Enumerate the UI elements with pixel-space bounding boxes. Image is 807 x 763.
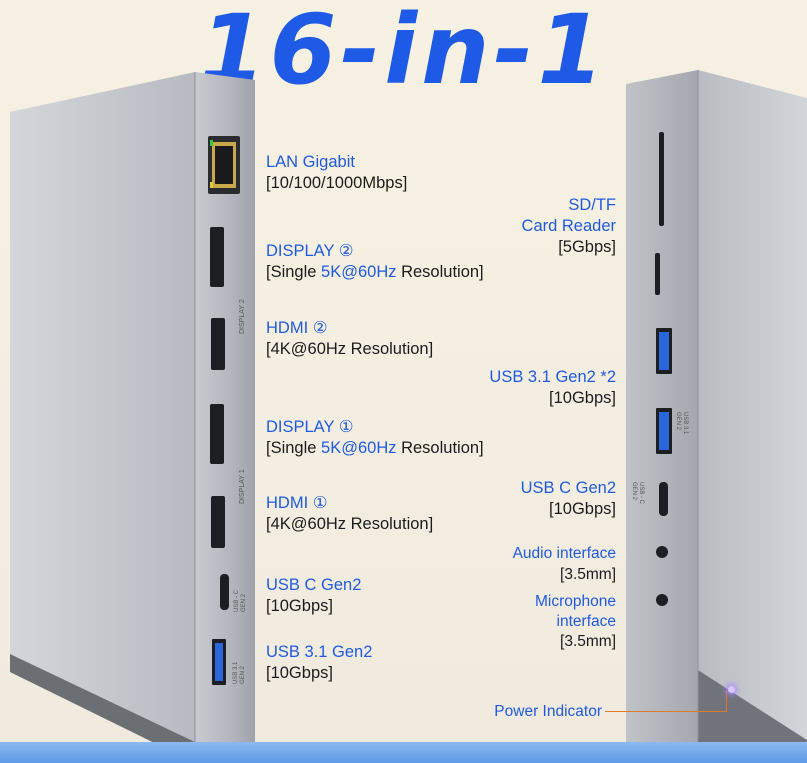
usb31-right-label-2: GEN 2 — [675, 412, 681, 431]
audio-spec: [3.5mm] — [560, 566, 616, 583]
usb31-right-spec: [10Gbps] — [549, 389, 616, 407]
hdmi2-spec: [4K@60Hz Resolution] — [266, 340, 434, 358]
audio-jack — [656, 546, 668, 558]
usbc-left-spec: [10Gbps] — [266, 597, 333, 615]
label-power-indicator: Power Indicator — [494, 701, 602, 722]
tf-card-slot — [655, 253, 660, 295]
hdmi1-spec: [4K@60Hz Resolution] — [266, 515, 434, 533]
usbc-left-label-2: GEN 2 — [241, 593, 247, 612]
label-display-2: DISPLAY ② [Single 5K@60Hz Resolution] — [266, 241, 484, 283]
displayport-2 — [210, 227, 224, 287]
audio-name: Audio interface — [512, 545, 616, 562]
display2-label: DISPLAY 2 — [239, 299, 246, 334]
label-usbc-right: USB C Gen2 [10Gbps] — [521, 478, 616, 520]
hdmi1-name: HDMI ① — [266, 494, 328, 512]
hdmi-port-1 — [211, 496, 225, 548]
power-leader-line — [605, 711, 727, 712]
power-led-icon — [728, 686, 735, 693]
label-display-1: DISPLAY ① [Single 5K@60Hz Resolution] — [266, 417, 484, 459]
main-title: 16-in-1 — [198, 0, 609, 106]
usb31-left-label-2: GEN 2 — [240, 665, 246, 684]
usb31-right-name: USB 3.1 Gen2 *2 — [489, 368, 616, 386]
sd-card-slot — [659, 132, 664, 226]
bottom-stripe — [0, 742, 807, 763]
display2-name: DISPLAY ② — [266, 242, 354, 260]
sdtf-spec: [5Gbps] — [558, 238, 616, 256]
label-hdmi-1: HDMI ① [4K@60Hz Resolution] — [266, 493, 433, 535]
display2-spec: [Single 5K@60Hz Resolution] — [266, 262, 484, 283]
usb-c-port-right — [659, 482, 668, 516]
usbc-right-label-1: USB - C — [638, 482, 644, 505]
usb31-right-label-1: USB 3.1 — [682, 412, 688, 435]
display2-spec-post: Resolution] — [396, 263, 484, 281]
hdmi-port-2 — [211, 318, 225, 370]
sdtf-line2: Card Reader — [521, 217, 616, 235]
mic-line1: Microphone — [535, 593, 616, 610]
display2-spec-pre: [Single — [266, 263, 322, 281]
display1-spec: [Single 5K@60Hz Resolution] — [266, 438, 484, 459]
lan-spec: [10/100/1000Mbps] — [266, 174, 408, 192]
label-sd-tf: SD/TF Card Reader [5Gbps] — [522, 195, 616, 258]
mic-line2: interface — [556, 613, 616, 630]
display1-spec-post: Resolution] — [396, 439, 484, 457]
hub-left-side: DISPLAY 2 DISPLAY 1 USB - C GEN 2 USB 3.… — [10, 72, 255, 763]
label-hdmi-2: HDMI ② [4K@60Hz Resolution] — [266, 318, 433, 360]
display1-spec-hi: 5K@60Hz — [321, 439, 397, 457]
power-leader-line-vertical — [726, 690, 727, 712]
hub-right-side: USB 3.1 GEN 2 USB - C GEN 2 — [626, 70, 807, 763]
power-indicator-name: Power Indicator — [494, 703, 602, 720]
usb31-left-spec: [10Gbps] — [266, 664, 333, 682]
usbc-right-label-2: GEN 2 — [631, 482, 637, 501]
display1-name: DISPLAY ① — [266, 418, 354, 436]
display1-label: DISPLAY 1 — [239, 469, 246, 504]
usb31-left-name: USB 3.1 Gen2 — [266, 643, 373, 661]
lan-name: LAN Gigabit — [266, 153, 355, 171]
usbc-right-spec: [10Gbps] — [549, 500, 616, 518]
label-usb31-left: USB 3.1 Gen2 [10Gbps] — [266, 642, 372, 684]
usbc-left-name: USB C Gen2 — [266, 576, 362, 594]
hdmi2-name: HDMI ② — [266, 319, 328, 337]
label-usb31-right: USB 3.1 Gen2 *2 [10Gbps] — [489, 367, 616, 409]
sdtf-line1: SD/TF — [568, 196, 616, 214]
usbc-right-name: USB C Gen2 — [520, 479, 616, 497]
usb31-left-label-1: USB 3.1 — [233, 661, 239, 684]
mic-spec: [3.5mm] — [560, 633, 616, 650]
display1-spec-pre: [Single — [266, 439, 322, 457]
label-lan: LAN Gigabit [10/100/1000Mbps] — [266, 152, 407, 194]
display2-spec-hi: 5K@60Hz — [321, 263, 397, 281]
label-usbc-left: USB C Gen2 [10Gbps] — [266, 575, 361, 617]
displayport-1 — [210, 404, 224, 464]
label-audio: Audio interface [3.5mm] — [513, 543, 616, 585]
mic-jack — [656, 594, 668, 606]
usb-c-port-left — [220, 574, 229, 610]
lan-port — [208, 136, 240, 194]
label-mic: Microphone interface [3.5mm] — [535, 592, 616, 652]
usbc-left-label-1: USB - C — [234, 589, 240, 612]
